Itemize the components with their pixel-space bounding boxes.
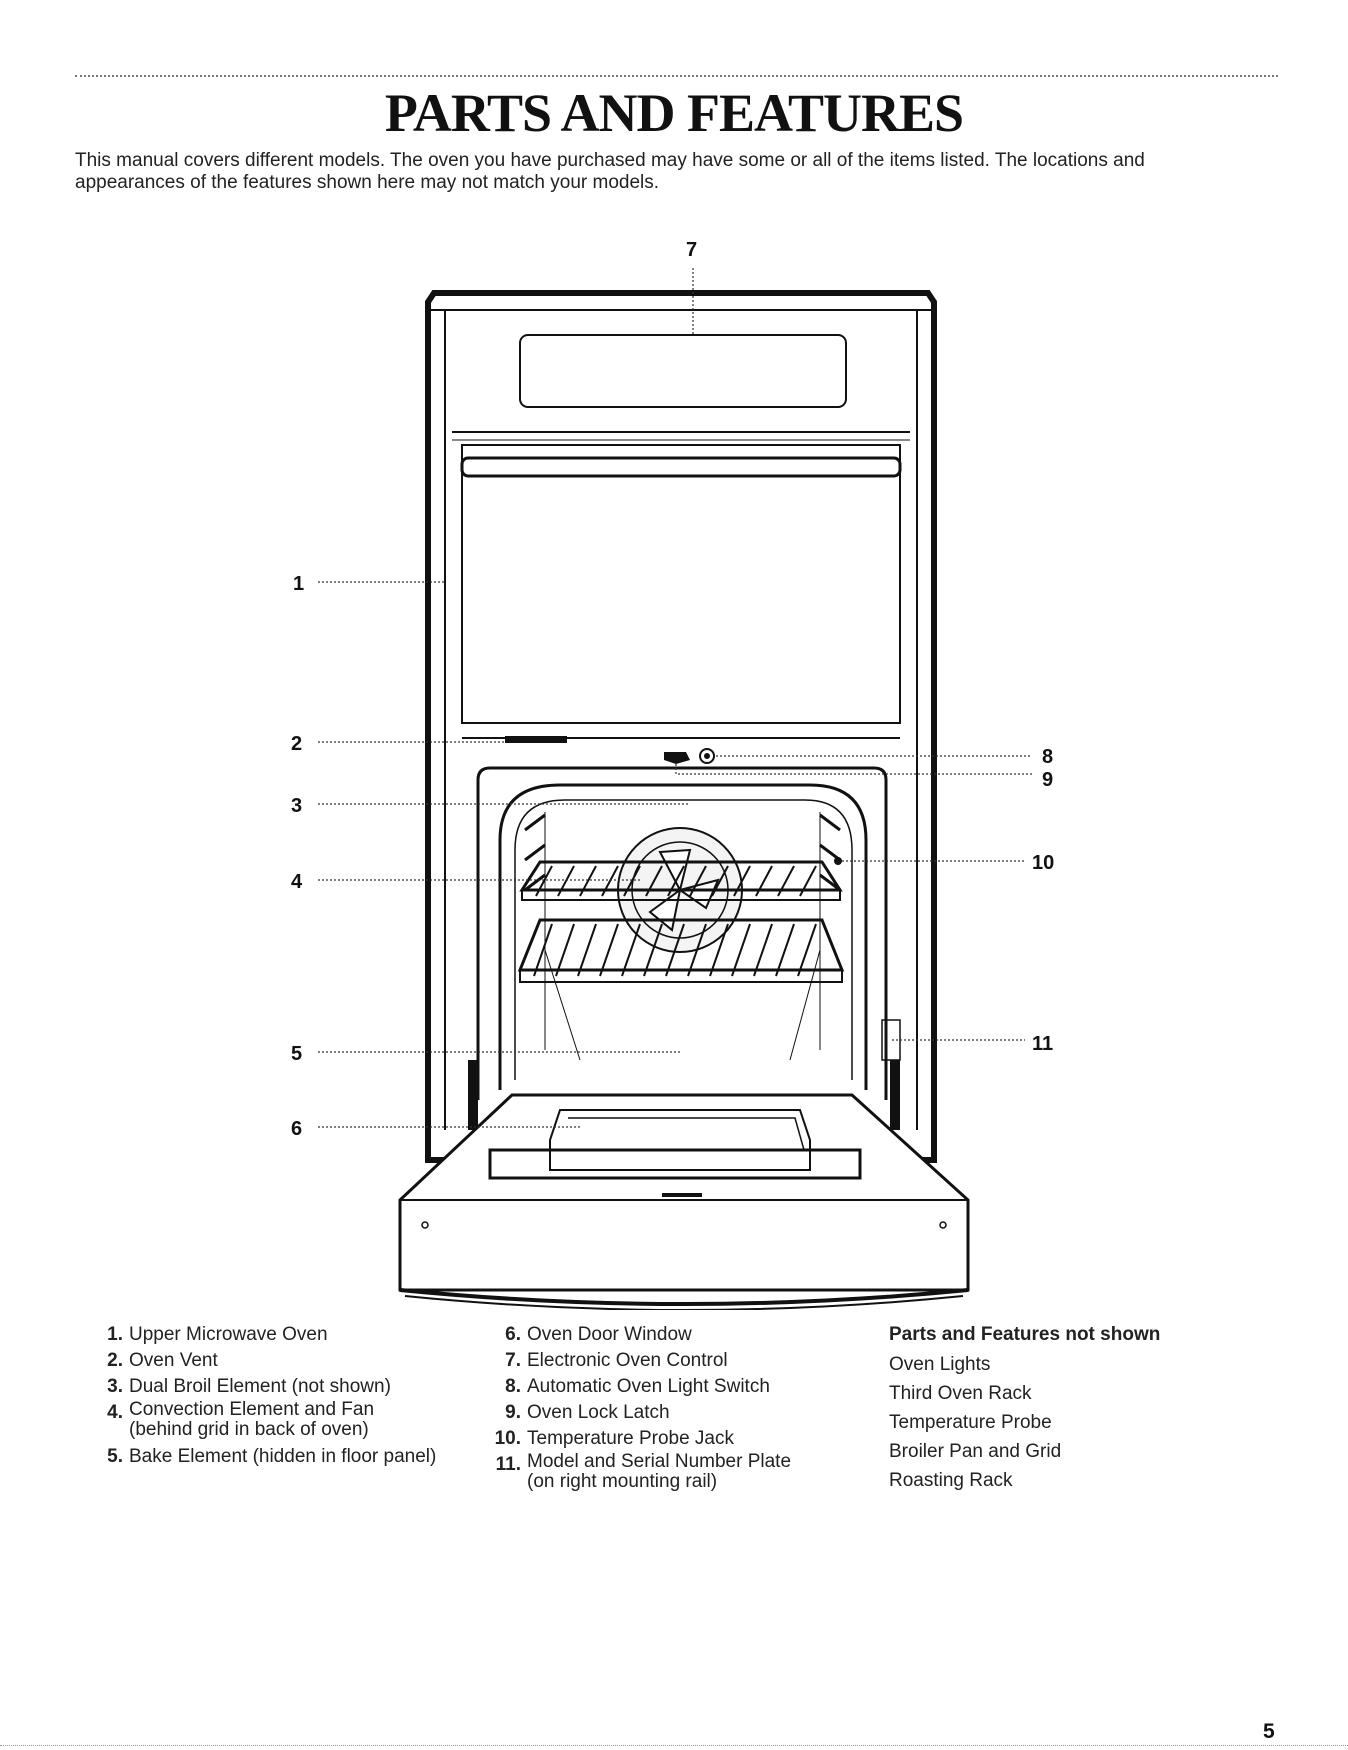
not-shown-heading: Parts and Features not shown — [889, 1324, 1161, 1345]
electronic-control-panel — [519, 334, 847, 408]
list-item: 10.Temperature Probe Jack — [494, 1428, 734, 1449]
page-title: PARTS AND FEATURES — [384, 83, 964, 143]
parts-list-1: 1.Upper Microwave Oven 2.Oven Vent 3.Dua… — [95, 1322, 436, 1470]
oven-lock-latch — [664, 752, 690, 764]
list-item: 1.Upper Microwave Oven — [107, 1324, 328, 1345]
list-item: Third Oven Rack — [889, 1383, 1032, 1404]
oven-rack-upper — [519, 860, 843, 901]
oven-light-switch — [699, 748, 715, 764]
callout-8: 8 — [1042, 746, 1053, 768]
top-dotted-rule — [75, 75, 1278, 77]
list-item: Roasting Rack — [889, 1470, 1013, 1491]
oven-cavity — [498, 783, 868, 1090]
not-shown-list: Parts and Features not shown Oven Lights… — [889, 1322, 1160, 1495]
list-item: 5.Bake Element (hidden in floor panel) — [107, 1446, 437, 1467]
cabinet-outline — [425, 290, 937, 1163]
oven-vent — [505, 736, 567, 743]
list-item: 4.Convection Element and Fan(behind grid… — [107, 1399, 375, 1440]
callout-11: 11 — [1032, 1033, 1053, 1055]
list-item: 8.Automatic Oven Light Switch — [505, 1376, 770, 1397]
page-number: 5 — [1263, 1720, 1275, 1743]
list-item: 6.Oven Door Window — [505, 1324, 692, 1345]
oven-door-window — [488, 1109, 862, 1180]
callout-3: 3 — [291, 795, 302, 817]
microwave-door — [461, 444, 901, 724]
bottom-dotted-rule — [0, 1745, 1348, 1746]
oven-diagram: 1 2 3 4 5 6 7 8 9 10 11 — [291, 239, 1054, 1310]
list-item: 7.Electronic Oven Control — [505, 1350, 728, 1371]
oven-rack-lower — [517, 918, 845, 983]
list-item: 3.Dual Broil Element (not shown) — [107, 1376, 391, 1397]
oven-door — [398, 1093, 970, 1310]
probe-jack — [834, 857, 842, 865]
callout-2: 2 — [291, 733, 302, 755]
serial-plate — [881, 1019, 901, 1061]
callout-6: 6 — [291, 1118, 302, 1140]
parts-list-2: 6.Oven Door Window 7.Electronic Oven Con… — [493, 1322, 791, 1496]
callout-10: 10 — [1032, 852, 1054, 874]
list-item: Broiler Pan and Grid — [889, 1441, 1062, 1462]
callout-7: 7 — [686, 239, 697, 261]
callout-1: 1 — [293, 573, 304, 595]
intro-paragraph: This manual covers different models. The… — [75, 150, 1145, 193]
microwave-handle — [460, 456, 902, 478]
callout-5: 5 — [291, 1043, 302, 1065]
list-item: Oven Lights — [889, 1354, 991, 1375]
list-item: Temperature Probe — [889, 1412, 1052, 1433]
oven-cavity-frame — [476, 766, 888, 1100]
list-item: 9.Oven Lock Latch — [505, 1402, 670, 1423]
callout-4: 4 — [291, 871, 303, 893]
list-item: 2.Oven Vent — [107, 1350, 218, 1371]
list-item: 11.Model and Serial Number Plate(on righ… — [495, 1451, 792, 1492]
callout-9: 9 — [1042, 769, 1053, 791]
